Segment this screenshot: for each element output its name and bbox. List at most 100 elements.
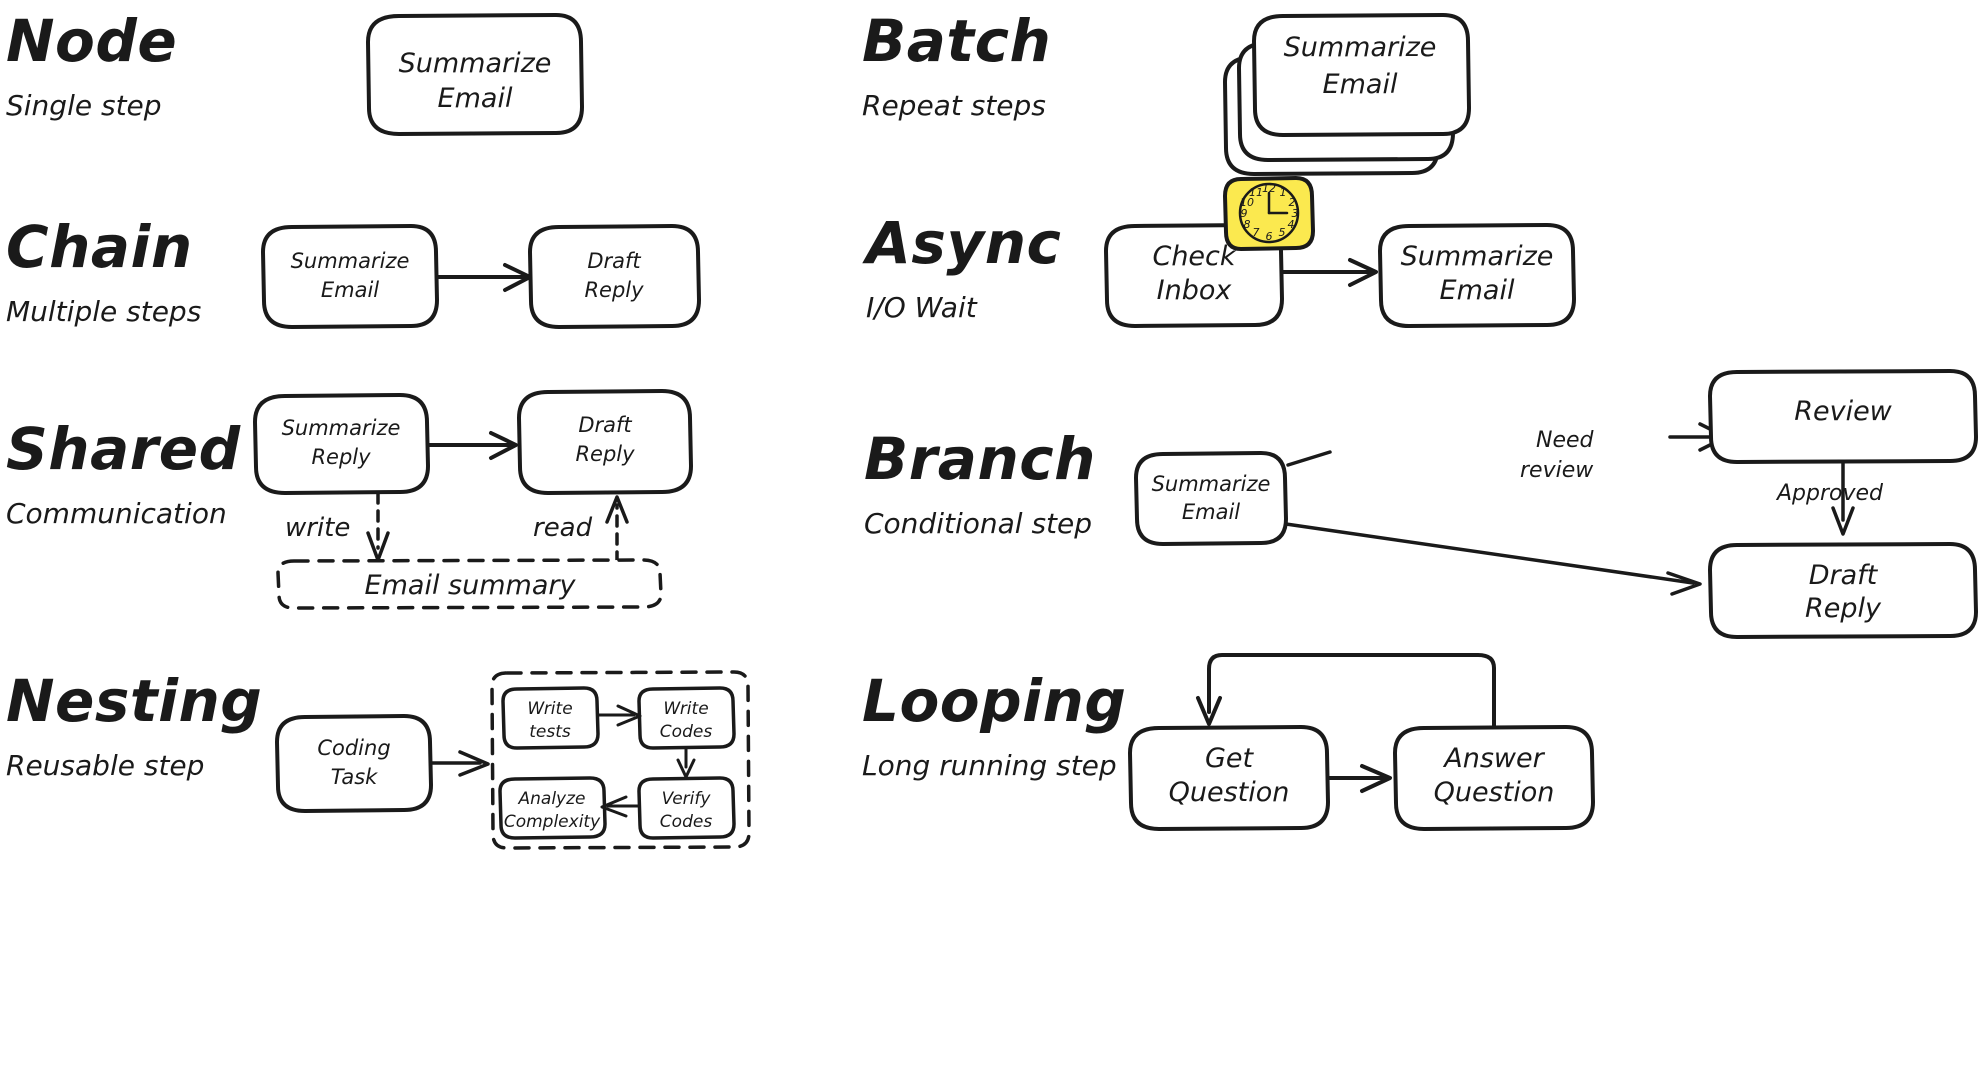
looping-n2-line1: Answer	[1442, 743, 1545, 774]
section-label-looping: Looping Long running step	[862, 672, 1126, 780]
looping-edge-forward	[1326, 764, 1392, 793]
nesting-node-coding-task[interactable]: Coding Task	[275, 714, 433, 813]
looping-n1-line2: Question	[1169, 777, 1290, 808]
nesting-edge-enter	[429, 750, 490, 777]
async-n1-line2: Inbox	[1157, 275, 1233, 306]
chain-node-draft[interactable]: Draft Reply	[528, 224, 701, 329]
nesting-n4-line1: Verify	[662, 789, 712, 809]
svg-text:8: 8	[1244, 218, 1251, 231]
svg-text:1: 1	[1280, 186, 1287, 199]
chain-n1-line2: Email	[321, 278, 379, 302]
section-subtitle-chain: Multiple steps	[6, 295, 202, 328]
svg-text:10: 10	[1240, 196, 1254, 209]
branch-label-approved: Approved	[1775, 481, 1884, 506]
shared-edge-read: read	[533, 495, 629, 564]
nesting-inner-edges	[596, 704, 696, 818]
node-summarize-email[interactable]: Summarize Email	[366, 13, 584, 136]
svg-text:12: 12	[1262, 182, 1276, 195]
section-label-nesting: Nesting Reusable step	[6, 672, 262, 780]
section-subtitle-nesting: Reusable step	[6, 749, 205, 782]
async-n2-line2: Email	[1440, 275, 1515, 306]
nesting-n2-line1: Write	[527, 699, 572, 719]
svg-text:3: 3	[1292, 207, 1299, 220]
section-subtitle-branch: Conditional step	[864, 507, 1093, 540]
shared-edge-write-label: write	[285, 513, 350, 543]
branch-node-summarize[interactable]: Summarize Email	[1134, 451, 1288, 546]
async-node-check-inbox[interactable]: Check Inbox	[1104, 223, 1284, 328]
nesting-node-verify-codes[interactable]: Verify Codes	[637, 776, 736, 840]
branch-label-review: review	[1520, 458, 1594, 483]
section-subtitle-shared: Communication	[6, 497, 227, 530]
section-subtitle-async: I/O Wait	[866, 291, 977, 324]
section-label-node: Node Single step	[6, 12, 177, 120]
nesting-group	[490, 670, 751, 850]
svg-text:2: 2	[1289, 196, 1296, 209]
shared-edge-main	[426, 431, 518, 460]
shared-node-draft[interactable]: Draft Reply	[517, 389, 693, 495]
nesting-n2-line2: tests	[529, 722, 571, 742]
nesting-n5-line1: Analyze	[518, 789, 586, 809]
batch-label-line1: Summarize	[1284, 32, 1437, 63]
section-title-async: Async	[866, 209, 1062, 277]
branch-n3-line2: Reply	[1805, 593, 1882, 624]
shared-datastore-label: Email summary	[365, 570, 577, 601]
nesting-node-write-codes[interactable]: Write Codes	[637, 686, 736, 750]
branch-n1-line1: Summarize	[1152, 472, 1271, 496]
nesting-n3-line2: Codes	[660, 722, 713, 742]
branch-node-draft[interactable]: Draft Reply	[1708, 542, 1978, 639]
section-subtitle-batch: Repeat steps	[862, 89, 1046, 122]
section-title-node: Node	[6, 7, 178, 75]
branch-n2-line1: Review	[1794, 396, 1892, 427]
section-label-shared: Shared Communication	[6, 420, 241, 528]
section-title-shared: Shared	[6, 415, 241, 483]
nesting-n1-line2: Task	[331, 765, 378, 789]
clock-icon: 12 1 2 3 4 5 6 7 8 9 10 11	[1223, 176, 1315, 251]
shared-n1-line1: Summarize	[282, 416, 401, 440]
svg-text:5: 5	[1279, 226, 1286, 239]
chain-edge-1	[435, 263, 532, 292]
node-label-line1: Summarize	[399, 48, 552, 79]
nesting-node-write-tests[interactable]: Write tests	[501, 686, 600, 750]
branch-n1-line2: Email	[1182, 500, 1240, 524]
chain-node-summarize[interactable]: Summarize Email	[261, 224, 439, 329]
looping-edge-back	[1196, 653, 1496, 729]
async-edge-1	[1280, 258, 1378, 287]
nesting-n3-line1: Write	[663, 699, 708, 719]
shared-datastore-email-summary[interactable]: Email summary	[276, 558, 663, 610]
shared-n2-line2: Reply	[575, 442, 635, 466]
branch-label-need: Need	[1536, 428, 1595, 453]
section-subtitle-looping: Long running step	[862, 749, 1117, 782]
batch-label-line2: Email	[1323, 69, 1398, 100]
section-title-branch: Branch	[864, 425, 1096, 493]
chain-n2-line1: Draft	[587, 249, 641, 273]
section-title-nesting: Nesting	[6, 667, 263, 735]
chain-n2-line2: Reply	[584, 278, 644, 302]
shared-node-summarize[interactable]: Summarize Reply	[253, 393, 430, 495]
looping-node-answer-question[interactable]: Answer Question	[1393, 725, 1595, 831]
looping-node-get-question[interactable]: Get Question	[1128, 725, 1330, 831]
section-title-looping: Looping	[862, 667, 1127, 735]
section-title-chain: Chain	[6, 213, 193, 281]
branch-edge-approved: Approved	[1775, 460, 1884, 536]
svg-text:11: 11	[1249, 186, 1263, 199]
looping-n1-line1: Get	[1205, 743, 1255, 774]
async-n1-line1: Check	[1152, 241, 1236, 272]
async-n2-line1: Summarize	[1401, 241, 1554, 272]
nesting-n5-line2: Complexity	[504, 812, 601, 832]
section-title-batch: Batch	[862, 7, 1052, 75]
section-subtitle-node: Single step	[6, 89, 162, 122]
section-label-async: Async I/O Wait	[866, 214, 1061, 322]
branch-node-review[interactable]: Review	[1708, 369, 1978, 464]
nesting-node-analyze-complexity[interactable]: Analyze Complexity	[498, 776, 607, 840]
async-node-summarize[interactable]: Summarize Email	[1378, 223, 1576, 328]
looping-n2-line2: Question	[1434, 777, 1555, 808]
branch-edge-direct	[1284, 522, 1702, 596]
svg-text:9: 9	[1241, 207, 1248, 220]
branch-edge-need-review: Need review	[1286, 422, 1728, 483]
node-label-line2: Email	[438, 83, 513, 114]
shared-n1-line2: Reply	[311, 445, 371, 469]
shared-n2-line1: Draft	[578, 413, 632, 437]
svg-text:6: 6	[1266, 230, 1273, 243]
batch-stack[interactable]: Summarize Email	[1223, 13, 1471, 176]
section-label-branch: Branch Conditional step	[864, 430, 1096, 538]
